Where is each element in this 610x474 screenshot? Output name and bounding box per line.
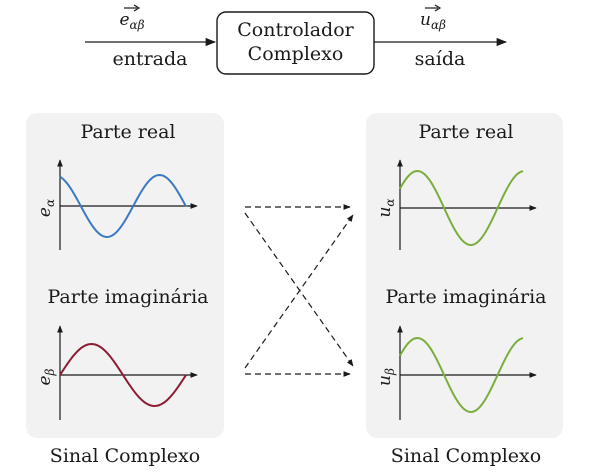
left-imag-title: Parte imaginária	[48, 286, 209, 308]
output-vector-label: uαβ	[420, 4, 446, 32]
left-caption: Sinal Complexo	[50, 445, 200, 467]
dashed-arrow-up	[244, 214, 354, 369]
left-panel	[26, 113, 224, 438]
left-imag-axis-label: eβ	[35, 368, 57, 385]
right-imag-title: Parte imaginária	[386, 286, 547, 308]
right-panel	[366, 113, 563, 438]
right-imag-plot: uβ	[375, 325, 537, 420]
left-real-plot: eα	[35, 159, 198, 250]
right-real-axis-label: uα	[375, 198, 397, 217]
output-label: saída	[415, 48, 466, 70]
right-imag-axis-label: uβ	[375, 368, 397, 386]
e-alpha-wave	[59, 173, 187, 239]
input-label: entrada	[112, 48, 187, 70]
dashed-arrow-down	[244, 212, 354, 367]
right-real-title: Parte real	[419, 121, 514, 143]
controller-line-2: Complexo	[248, 43, 344, 65]
right-caption: Sinal Complexo	[391, 445, 541, 467]
controller-box	[216, 11, 375, 75]
right-real-plot: uα	[375, 159, 537, 250]
u-alpha-wave	[399, 170, 524, 247]
u-beta-wave	[399, 337, 524, 414]
e-beta-wave	[59, 342, 187, 408]
svg-text:uαβ: uαβ	[420, 10, 446, 32]
left-imag-plot: eβ	[35, 325, 198, 420]
cross-arrows	[244, 204, 354, 377]
svg-text:eαβ: eαβ	[119, 10, 144, 32]
left-real-axis-label: eα	[35, 199, 57, 217]
left-real-title: Parte real	[81, 121, 176, 143]
input-vector-label: eαβ	[119, 4, 145, 32]
controller-line-1: Controlador	[237, 19, 354, 41]
